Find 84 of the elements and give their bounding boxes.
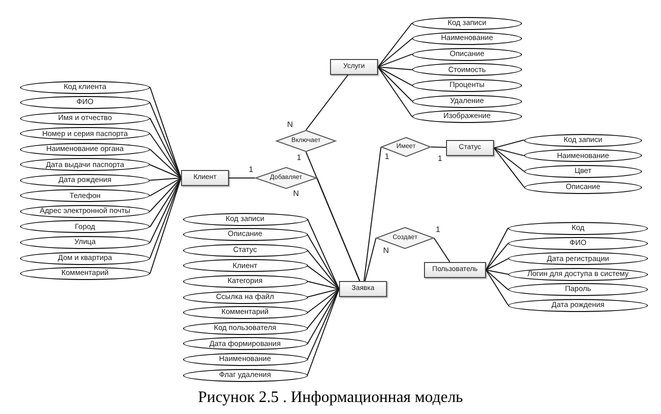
- relationship-diamond: [255, 167, 317, 189]
- attribute-ellipse: [182, 212, 308, 226]
- connector-line: [307, 234, 340, 290]
- connector-line: [364, 146, 382, 282]
- connector-line: [378, 66, 412, 102]
- attribute-ellipse: [20, 267, 150, 280]
- attribute-ellipse: [182, 352, 308, 366]
- connector-line: [150, 178, 182, 196]
- connector-line: [378, 66, 412, 86]
- entity-box: [446, 140, 494, 156]
- attribute-ellipse: [20, 204, 150, 218]
- attribute-ellipse: [508, 222, 648, 234]
- connector-line: [378, 38, 412, 68]
- connector-line: [307, 288, 340, 314]
- connector-line: [494, 148, 524, 156]
- connector-line: [307, 288, 340, 360]
- connector-line: [307, 288, 340, 344]
- connector-line: [378, 22, 412, 68]
- cardinality-label: 1: [296, 154, 302, 162]
- connector-line: [486, 258, 508, 270]
- connector-line: [150, 178, 182, 274]
- figure-caption: Рисунок 2.5 . Информационная модель: [198, 389, 463, 407]
- connector-line: [378, 54, 412, 68]
- attribute-ellipse: [20, 80, 150, 94]
- attribute-ellipse: [182, 322, 308, 335]
- cardinality-label: N: [292, 190, 300, 198]
- entity-box: [424, 262, 486, 278]
- attribute-ellipse: [20, 127, 150, 140]
- connector-line: [378, 66, 412, 70]
- connector-line: [434, 238, 450, 262]
- connector-line: [307, 250, 340, 290]
- connector-line: [150, 133, 182, 178]
- attribute-ellipse: [508, 236, 648, 250]
- connector-line: [378, 66, 412, 118]
- relationship-diamond: [376, 227, 434, 249]
- connector-line: [150, 86, 182, 178]
- connector-line: [307, 288, 340, 298]
- connector-line: [364, 238, 376, 282]
- connector-line: [307, 218, 340, 290]
- attribute-ellipse: [182, 228, 308, 242]
- attribute-ellipse: [508, 298, 648, 312]
- attribute-ellipse: [182, 244, 308, 257]
- connector-line: [150, 178, 182, 212]
- connector-line: [486, 228, 508, 270]
- connector-line: [486, 242, 508, 270]
- connector-line: [307, 288, 340, 376]
- connector-line: [494, 140, 524, 148]
- cardinality-label: N: [382, 247, 390, 255]
- attribute-ellipse: [20, 252, 150, 265]
- attribute-ellipse: [524, 180, 642, 194]
- connector-line: [307, 288, 340, 329]
- connector-line: [486, 270, 508, 290]
- attribute-ellipse: [412, 16, 522, 30]
- attribute-ellipse: [412, 110, 522, 124]
- entity-box: [339, 281, 387, 297]
- cardinality-label: N: [286, 121, 294, 129]
- attribute-ellipse: [412, 94, 522, 108]
- cardinality-label: 1: [434, 226, 442, 234]
- attribute-ellipse: [20, 220, 150, 234]
- connector-line: [150, 164, 182, 178]
- connector-line: [150, 148, 182, 178]
- cardinality-label: 1: [248, 166, 254, 174]
- cardinality-label: 1: [384, 153, 390, 161]
- connector-line: [494, 148, 524, 188]
- connector-line: [494, 148, 524, 172]
- connector-line: [306, 74, 348, 130]
- relationship-diamond: [381, 137, 431, 157]
- entity-box: [330, 59, 378, 75]
- attribute-ellipse: [182, 368, 308, 382]
- attribute-ellipse: [20, 96, 150, 110]
- connector-line: [307, 280, 340, 290]
- connector-line: [150, 178, 182, 181]
- attribute-ellipse: [20, 112, 150, 125]
- entity-box: [181, 170, 229, 186]
- attribute-ellipse: [182, 337, 308, 350]
- attribute-ellipse: [20, 236, 150, 249]
- cardinality-label: 1: [436, 155, 444, 163]
- connector-line: [307, 265, 340, 290]
- connector-line: [486, 270, 508, 306]
- connector-line: [150, 178, 182, 228]
- connector-line: [430, 146, 446, 148]
- relationship-diamond: [276, 130, 336, 152]
- connector-line: [486, 270, 508, 275]
- connector-line: [306, 152, 360, 282]
